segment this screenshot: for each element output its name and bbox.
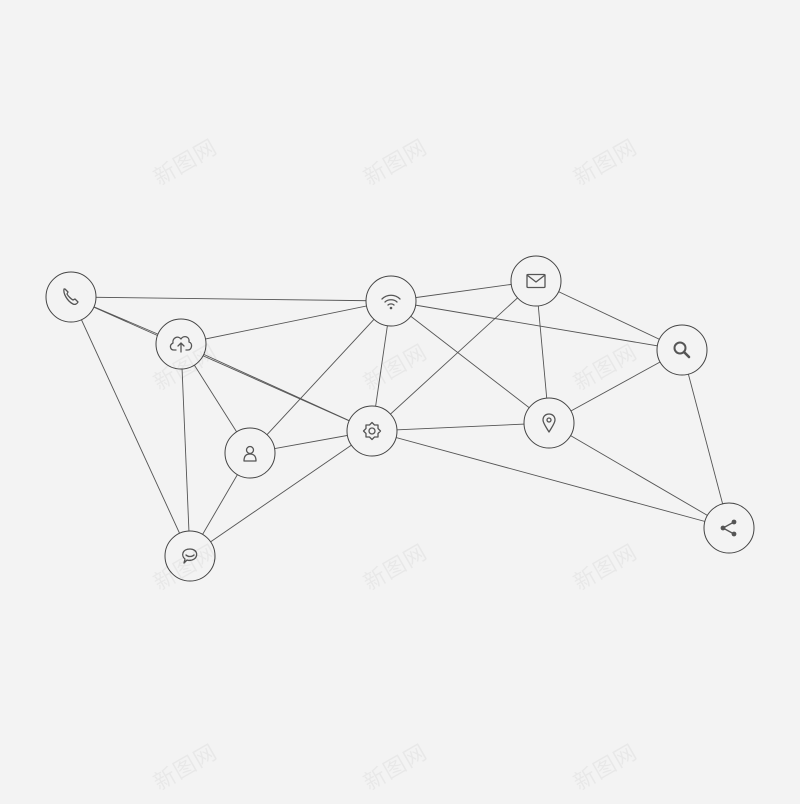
edge-wifi-location [390, 300, 550, 424]
edge-search-share [681, 349, 730, 529]
node-mail [510, 255, 562, 307]
phone-icon [63, 288, 79, 306]
edge-phone-settings [70, 296, 373, 432]
node-wifi [365, 275, 417, 327]
node-circle [365, 275, 417, 327]
edge-chat-settings [189, 430, 373, 557]
edge-mail-search [535, 280, 683, 351]
node-phone [45, 271, 97, 323]
node-cloud [155, 318, 207, 370]
node-settings [346, 405, 398, 457]
node-location [523, 397, 575, 449]
node-circle [656, 324, 708, 376]
wifi-icon [381, 294, 401, 310]
cloud-upload-icon [169, 335, 193, 353]
edge-mail-settings [371, 280, 537, 432]
envelope-icon [526, 273, 546, 289]
node-chat [164, 530, 216, 582]
edge-phone-chat [70, 296, 191, 557]
nodes-layer [45, 255, 755, 582]
node-user [224, 427, 276, 479]
node-share [703, 502, 755, 554]
edge-wifi-search [390, 300, 683, 351]
edge-phone-wifi [70, 296, 392, 302]
search-icon [673, 341, 691, 359]
node-circle [346, 405, 398, 457]
share-icon [720, 519, 737, 537]
edge-user-wifi [249, 300, 392, 454]
map-pin-icon [542, 413, 556, 433]
edge-cloud-chat [180, 343, 191, 557]
edge-settings-share [371, 430, 730, 529]
node-circle [523, 397, 575, 449]
chat-bubble-icon [182, 548, 198, 564]
node-circle [703, 502, 755, 554]
edge-cloud-wifi [180, 300, 392, 345]
node-search [656, 324, 708, 376]
user-icon [243, 445, 257, 462]
edge-cloud-settings [180, 343, 373, 432]
node-circle [45, 271, 97, 323]
node-circle [510, 255, 562, 307]
edge-location-share [548, 422, 730, 529]
edge-settings-location [371, 422, 550, 432]
gear-icon [362, 421, 382, 441]
